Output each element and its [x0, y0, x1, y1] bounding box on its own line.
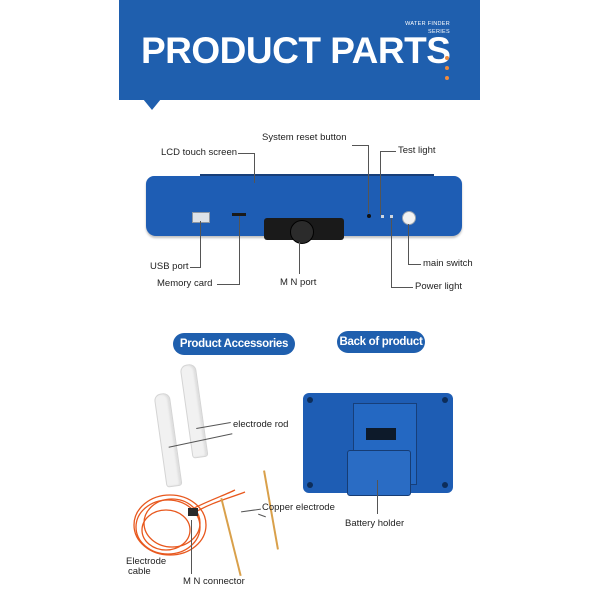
test-light-icon	[381, 215, 384, 218]
leader-line	[352, 145, 368, 146]
page-title: PRODUCT PARTS	[141, 30, 451, 71]
label-usb: USB port	[150, 261, 189, 272]
power-light-icon	[390, 215, 393, 218]
label-copper-electrode: Copper electrode	[262, 502, 335, 513]
reset-button-icon	[367, 214, 371, 218]
leader-line	[190, 267, 200, 268]
electrode-cable-icon	[133, 489, 246, 556]
label-battery-holder: Battery holder	[345, 518, 405, 529]
leader-line	[200, 221, 201, 268]
leader-line	[254, 153, 255, 183]
section-back-pill: Back of product	[337, 331, 425, 353]
leader-line	[191, 520, 192, 574]
screw-icon	[307, 397, 313, 403]
leader-line	[380, 151, 396, 152]
label-mn-connector: M N connector	[183, 576, 245, 587]
leader-line	[380, 151, 381, 215]
leader-line	[217, 284, 239, 285]
usb-port-icon	[192, 212, 210, 223]
label-main-switch: main switch	[423, 258, 473, 269]
leader-line	[238, 153, 254, 154]
leader-line	[368, 145, 369, 213]
label-power-light: Power light	[415, 281, 462, 292]
battery-holder-icon	[347, 450, 411, 496]
leader-line	[391, 218, 392, 288]
header-banner: PRODUCT PARTS WATER FINDER SERIES	[119, 0, 480, 100]
leader-line	[408, 224, 409, 265]
screw-icon	[442, 482, 448, 488]
label-lcd: LCD touch screen	[161, 147, 238, 158]
screw-icon	[307, 482, 313, 488]
main-switch-icon	[402, 211, 416, 225]
label-electrode-cable: Electrode cable	[126, 556, 167, 577]
leader-line	[239, 216, 240, 285]
label-system-reset: System reset button	[262, 132, 347, 143]
label-memory-card: Memory card	[157, 278, 213, 289]
mn-connector-knob-icon	[290, 220, 314, 244]
leader-line	[391, 287, 413, 288]
back-display-icon	[366, 428, 396, 440]
label-electrode-rod: electrode rod	[233, 419, 289, 430]
screw-icon	[442, 397, 448, 403]
label-test-light: Test light	[398, 145, 436, 156]
mn-connector-icon	[188, 508, 198, 516]
leader-line	[377, 480, 378, 514]
memory-card-slot-icon	[232, 213, 246, 216]
section-accessories-pill: Product Accessories	[173, 333, 295, 355]
leader-line	[408, 264, 421, 265]
series-label: WATER FINDER SERIES	[405, 21, 450, 35]
dots-icon	[445, 56, 450, 86]
banner-notch	[143, 99, 161, 110]
leader-line	[299, 242, 300, 274]
label-mn-port: M N port	[280, 277, 317, 288]
